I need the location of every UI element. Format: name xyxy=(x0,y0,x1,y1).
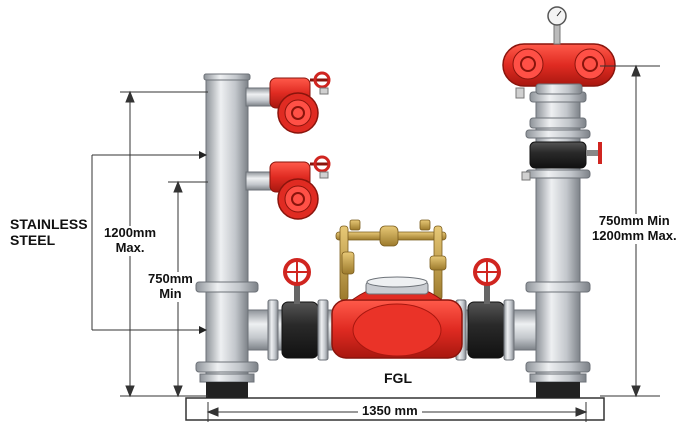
left-max-height-line2: Max. xyxy=(115,239,145,255)
left-min-height-label: 750mm Min xyxy=(148,271,193,302)
control-valve-body xyxy=(331,276,463,359)
left-gate-valve-handwheel xyxy=(283,258,311,304)
material-label: STAINLESS STEEL xyxy=(10,216,88,248)
left-min-height-line1: 750mm xyxy=(148,271,193,286)
landing-valve-upper xyxy=(269,71,331,134)
left-min-height-line2: Min xyxy=(159,285,182,301)
right-gate-valve-handwheel xyxy=(473,258,501,304)
width-label: 1350 mm xyxy=(358,403,422,419)
material-label-line2: STEEL xyxy=(10,232,56,249)
valve-tag-label: FGL xyxy=(384,370,412,386)
left-max-height-line1: 1200mm xyxy=(104,225,157,240)
landing-valve-lower xyxy=(269,155,331,220)
right-height-label: 750mm Min 1200mm Max. xyxy=(592,213,677,244)
right-height-line1: 750mm Min xyxy=(598,213,670,228)
material-label-line1: STAINLESS xyxy=(10,216,88,232)
right-height-line2: 1200mm Max. xyxy=(592,227,677,243)
left-max-height-label: 1200mm Max. xyxy=(104,225,157,256)
pressure-gauge-icon xyxy=(547,6,567,45)
dimension-lines xyxy=(91,64,660,422)
right-riser xyxy=(521,89,602,398)
left-riser xyxy=(195,73,273,398)
pumper-connection-head xyxy=(502,43,616,99)
